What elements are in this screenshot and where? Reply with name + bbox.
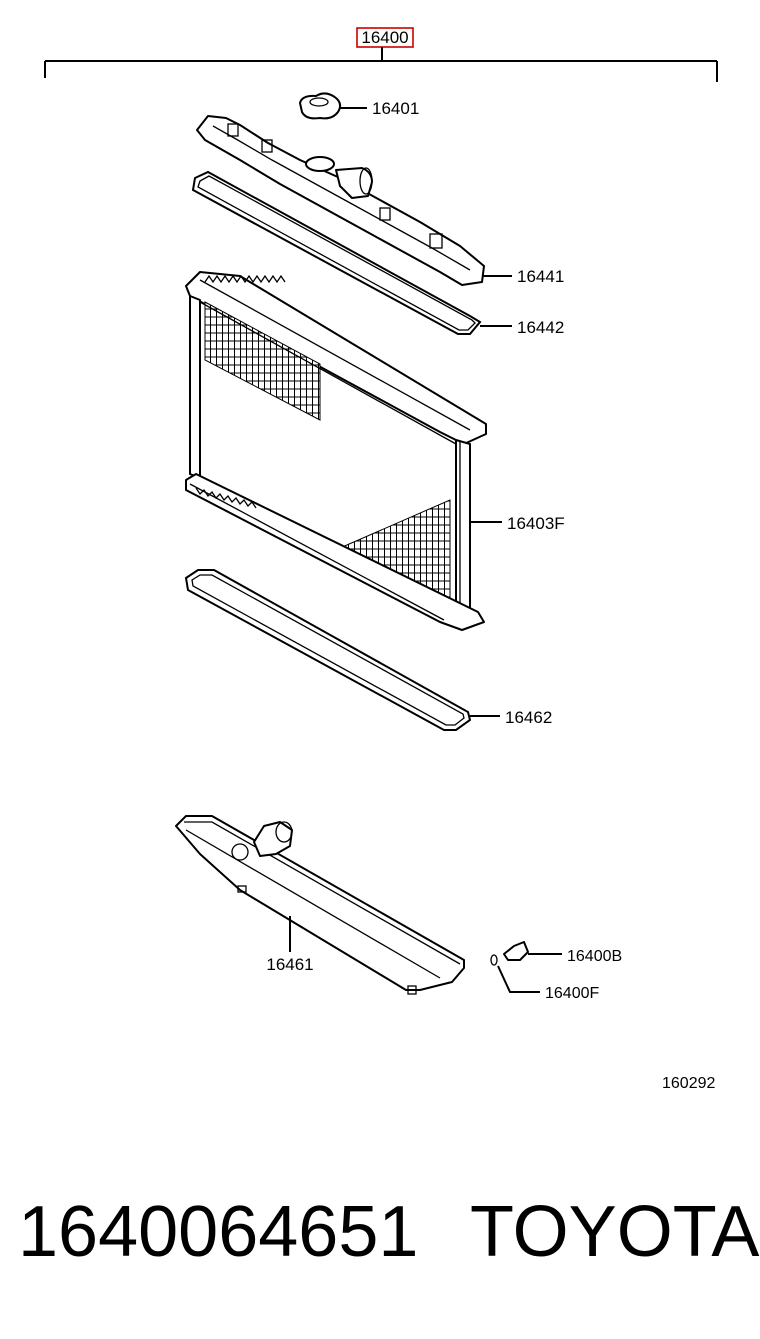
label-upper-tank: 16441 — [517, 267, 564, 286]
lower-gasket[interactable]: 16462 — [184, 569, 552, 731]
footer-part-number: 1640064651 — [18, 1192, 418, 1272]
label-lower-tank: 16461 — [266, 955, 313, 974]
assembly-bracket — [44, 47, 718, 82]
label-lower-gasket: 16462 — [505, 708, 552, 727]
drain-cock[interactable]: 16400B — [503, 941, 622, 965]
radiator-core[interactable]: 16403F — [185, 271, 565, 631]
upper-tank[interactable]: 16441 — [196, 115, 564, 286]
assembly-label-group[interactable]: 16400 — [356, 27, 414, 48]
label-drain-cock: 16400B — [567, 948, 622, 965]
figure-number: 160292 — [662, 1075, 715, 1092]
radiator-cap[interactable]: 16401 — [299, 92, 419, 120]
assembly-label: 16400 — [361, 28, 408, 47]
label-cap: 16401 — [372, 99, 419, 118]
lower-tank[interactable]: 16461 — [175, 815, 465, 995]
label-drain-oring: 16400F — [545, 985, 599, 1002]
label-core: 16403F — [507, 514, 565, 533]
upper-gasket[interactable]: 16442 — [191, 170, 564, 337]
footer-brand: TOYOTA — [470, 1192, 759, 1272]
label-upper-gasket: 16442 — [517, 318, 564, 337]
drain-oring[interactable]: 16400F — [490, 954, 599, 1002]
highlight-box — [356, 27, 414, 48]
